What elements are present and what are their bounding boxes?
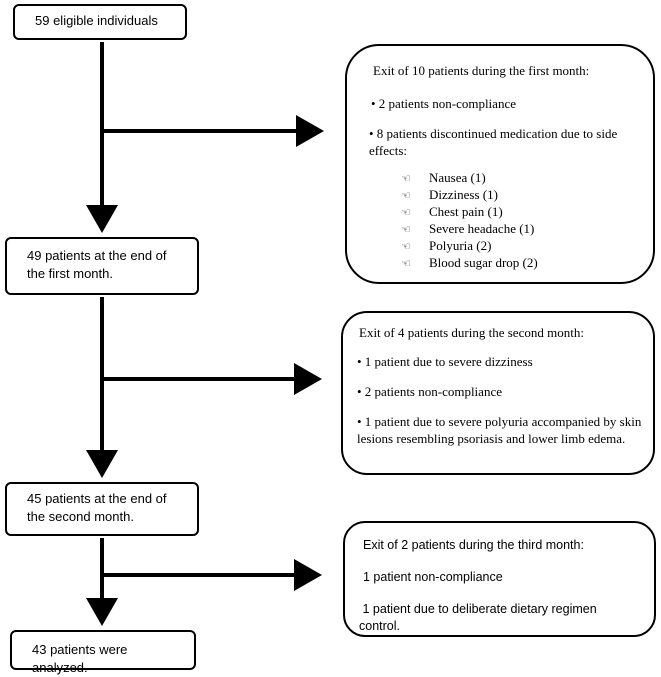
month2-exit-title: Exit of 4 patients during the second mon… [359,325,584,340]
month2-exit-bullet: • 1 patient due to severe dizziness [357,354,533,369]
analyzed-box: 43 patients were analyzed. [10,630,196,675]
start-box: 59 eligible individuals [13,4,187,40]
side-effect-item: ☜ Severe headache (1) [401,220,534,237]
side-effect-label: Chest pain (1) [429,204,503,219]
side-effect-label: Polyuria (2) [429,238,492,253]
month2-remaining-box: 45 patients at the end of the second mon… [5,482,199,536]
analyzed-label: 43 patients were analyzed. [32,642,128,675]
month3-exit-bullet: 1 patient due to deliberate dietary regi… [359,602,601,633]
month1-exit-bullet: • 2 patients non-compliance [371,96,516,111]
start-label: 59 eligible individuals [35,13,158,28]
pointing-hand-icon: ☜ [401,207,411,219]
pointing-hand-icon: ☜ [401,224,411,236]
side-effect-label: Nausea (1) [429,170,486,185]
side-effect-item: ☜ Dizziness (1) [401,186,498,203]
month2-exit-bullet: • 1 patient due to severe polyuria accom… [357,414,642,446]
side-effect-label: Severe headache (1) [429,221,535,236]
month1-exit-bullet: • 8 patients discontinued medication due… [369,126,618,158]
month2-remaining-label: 45 patients at the end of the second mon… [27,491,167,524]
month3-exit-bullet: 1 patient non-compliance [363,570,503,584]
month1-remaining-label: 49 patients at the end of the first mont… [27,248,167,281]
pointing-hand-icon: ☜ [401,190,411,202]
month2-exit-box: Exit of 4 patients during the second mon… [341,311,655,475]
pointing-hand-icon: ☜ [401,173,411,185]
side-effect-label: Dizziness (1) [429,187,498,202]
side-effect-item: ☜ Blood sugar drop (2) [401,254,538,271]
month3-exit-title: Exit of 2 patients during the third mont… [363,538,584,552]
side-effect-item: ☜ Chest pain (1) [401,203,503,220]
month2-exit-bullet: • 2 patients non-compliance [357,384,502,399]
side-effect-label: Blood sugar drop (2) [429,255,538,270]
month1-exit-title: Exit of 10 patients during the first mon… [373,63,590,78]
side-effect-item: ☜ Polyuria (2) [401,237,491,254]
pointing-hand-icon: ☜ [401,241,411,253]
month1-remaining-box: 49 patients at the end of the first mont… [5,237,199,295]
side-effect-item: ☜ Nausea (1) [401,169,486,186]
pointing-hand-icon: ☜ [401,258,411,270]
month3-exit-box: Exit of 2 patients during the third mont… [343,521,656,637]
month1-exit-box: Exit of 10 patients during the first mon… [345,44,655,284]
